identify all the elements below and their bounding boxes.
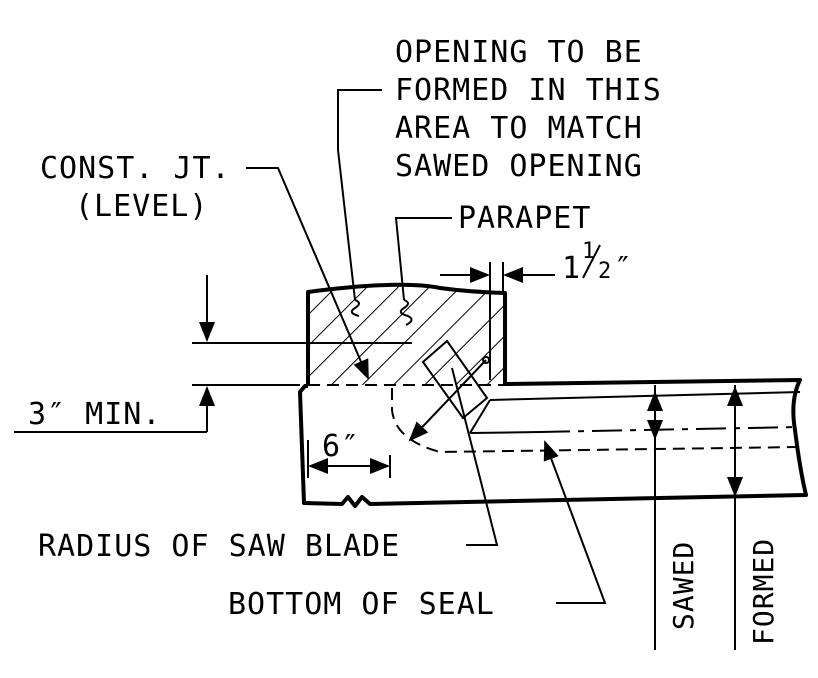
dim-6in-label: 6″ [322,429,360,464]
radius-saw-blade-label: RADIUS OF SAW BLADE [38,529,400,564]
opening-note-line-4: SAWED OPENING [395,149,643,184]
opening-note-line-1: OPENING TO BE [395,35,643,70]
sawed-label: SAWED [667,541,700,630]
leader-opening-curl [350,299,360,317]
dim-1half-whole: 1 [562,251,581,286]
leader-const-jt [246,167,369,380]
dim-1half-unit: ″ [614,251,633,286]
sawed-opening-bottom-dash [539,426,801,433]
opening-note-line-2: FORMED IN THIS [395,73,662,108]
leader-parapet-curl [399,299,413,326]
const-jt-level-label: (LEVEL) [75,189,208,224]
min-3in-label: 3″ MIN. [28,397,161,432]
leader-parapet [394,217,452,301]
dim-1half-fraction-bar [582,244,601,279]
sawed-opening-top [489,391,801,401]
const-jt-label: CONST. JT. [40,151,231,186]
radius-line [408,359,487,442]
parapet-outline [306,282,507,386]
saw-cut-edge [469,399,491,434]
sawed-opening-bottom [469,431,541,434]
deck-slab-outline [298,378,808,508]
parapet-label: PARAPET [458,201,591,236]
bottom-of-seal-label: BOTTOM OF SEAL [228,587,495,622]
dim-1half-numerator: 1 [582,239,595,264]
leader-opening [337,89,382,301]
dim-1half-denominator: 2 [598,259,611,284]
leader-bottom-seal [543,440,607,604]
leader-radius [451,367,499,546]
formed-label: FORMED [747,538,780,645]
opening-note-line-3: AREA TO MATCH [395,111,643,146]
formed-opening-curve [391,388,801,454]
